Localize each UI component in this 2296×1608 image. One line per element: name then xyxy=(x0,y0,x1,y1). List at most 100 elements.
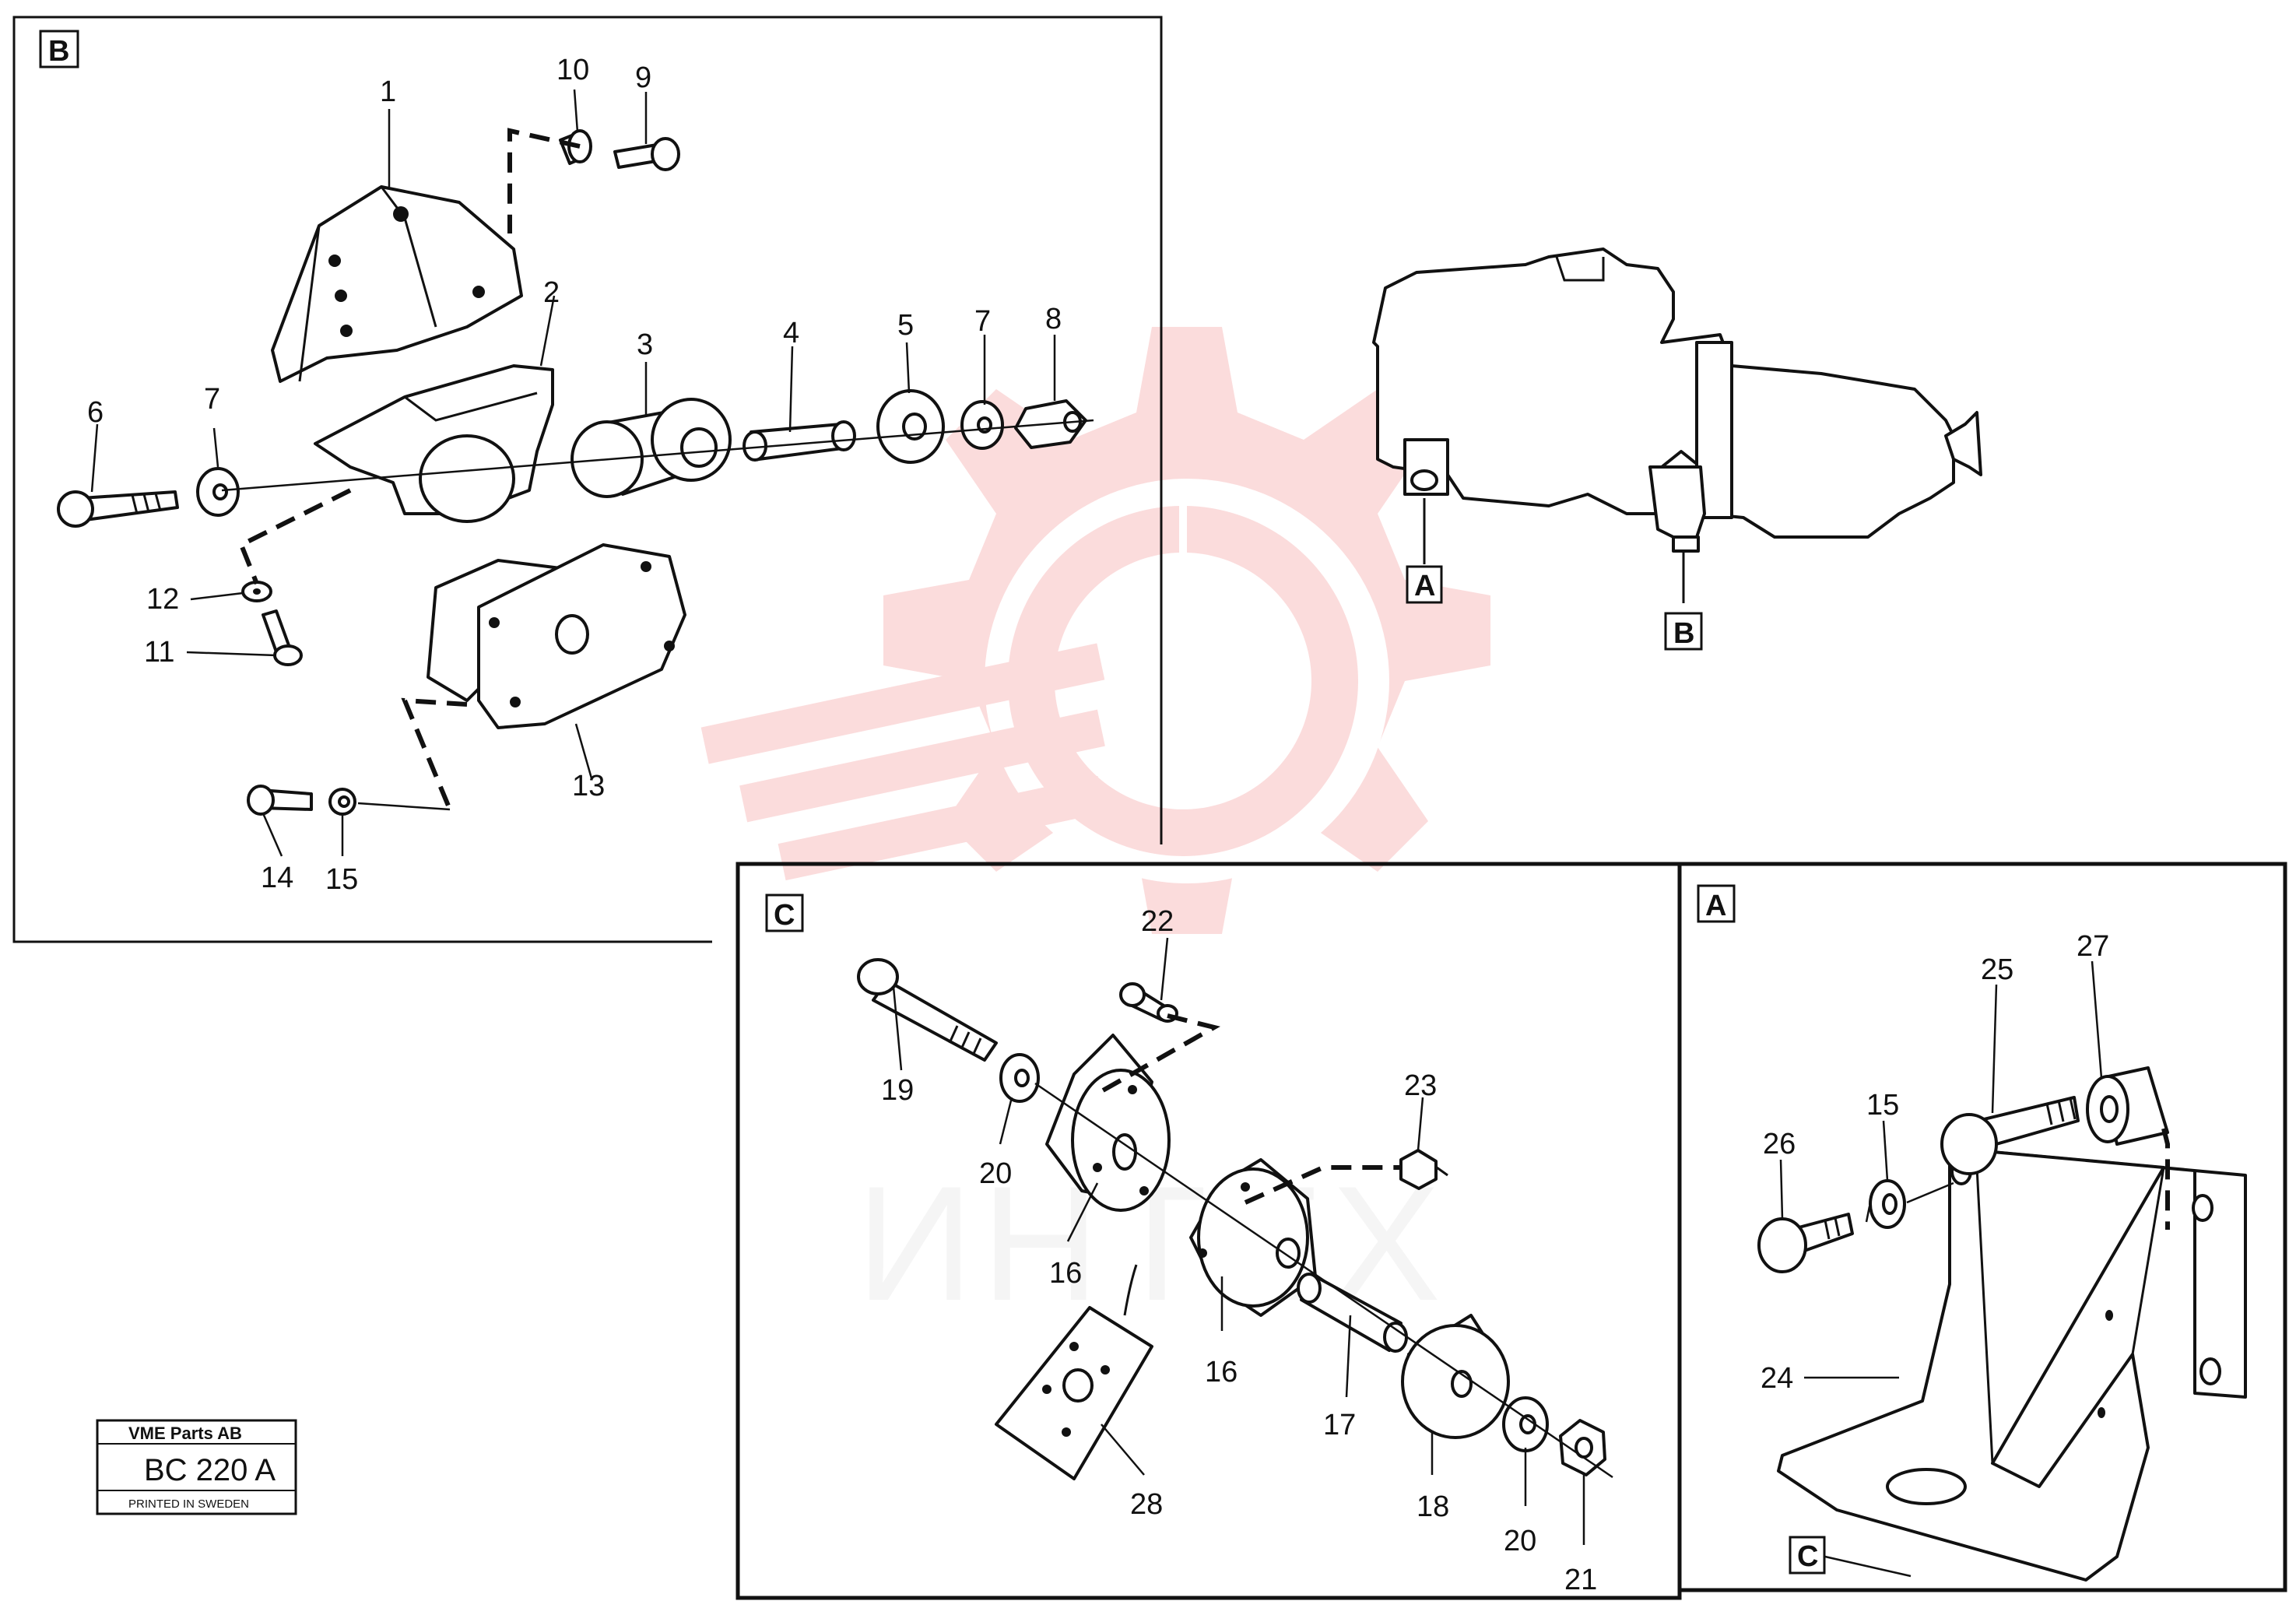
svg-text:B: B xyxy=(1673,617,1694,650)
part-1-bracket xyxy=(271,185,523,383)
section-b-tag: B xyxy=(39,30,79,68)
label-26: 26 xyxy=(1763,1128,1796,1160)
label-2: 2 xyxy=(543,276,560,309)
part-15-washer-b xyxy=(328,788,356,816)
label-24: 24 xyxy=(1761,1362,1793,1395)
b-axis-line xyxy=(221,419,1094,492)
part-5-washer xyxy=(876,389,945,464)
a-assembly-line xyxy=(2161,1128,2170,1230)
label-4: 4 xyxy=(783,317,799,349)
part-3-sleeve xyxy=(570,398,732,498)
part-13-mounting-plate xyxy=(427,543,686,729)
label-22: 22 xyxy=(1141,905,1174,938)
label-18: 18 xyxy=(1417,1490,1449,1523)
section-b-frame xyxy=(12,16,1163,943)
section-c-parts xyxy=(857,958,1613,1480)
label-16-upper: 16 xyxy=(1049,1257,1082,1290)
section-c-labels: 19 20 16 22 16 17 18 20 21 23 28 xyxy=(881,905,1597,1596)
callout-b-tag: B xyxy=(1664,612,1703,651)
part-27-sleeve xyxy=(2086,1066,2169,1146)
svg-text:B: B xyxy=(48,35,69,68)
label-12: 12 xyxy=(146,583,179,616)
label-5: 5 xyxy=(897,309,914,342)
callout-a-tag: A xyxy=(1406,565,1443,604)
label-10: 10 xyxy=(556,54,589,86)
section-c-tag: C xyxy=(765,894,804,932)
part-12-washer xyxy=(241,581,272,602)
part-15-washer-a xyxy=(1869,1179,1906,1229)
label-21: 21 xyxy=(1564,1564,1597,1596)
transmission-assembly xyxy=(1372,248,1982,603)
part-7-washer-left xyxy=(196,467,240,517)
part-19-bolt xyxy=(857,958,998,1062)
label-1: 1 xyxy=(380,75,396,108)
watermark: ИНТЕХ xyxy=(700,327,1490,1335)
svg-text:C: C xyxy=(774,899,795,932)
label-27: 27 xyxy=(2077,930,2109,963)
stamp-company: VME Parts AB xyxy=(128,1424,242,1443)
label-17: 17 xyxy=(1323,1409,1356,1441)
svg-text:A: A xyxy=(1414,570,1435,602)
part-14-bolt xyxy=(247,785,313,816)
label-16-lower: 16 xyxy=(1205,1356,1238,1389)
label-11: 11 xyxy=(144,636,174,669)
part-2-housing xyxy=(314,364,554,523)
svg-text:A: A xyxy=(1705,890,1726,922)
stamp-code: BC 220 A xyxy=(144,1453,276,1487)
part-18-washer xyxy=(1401,1314,1510,1439)
label-14: 14 xyxy=(261,862,293,894)
part-26-bolt xyxy=(1757,1213,1854,1273)
part-7-washer-right xyxy=(960,400,1004,450)
label-6: 6 xyxy=(87,396,104,429)
section-a-tag: A xyxy=(1697,884,1736,923)
part-28-shim-plate xyxy=(995,1306,1153,1480)
part-20-washer-upper xyxy=(999,1053,1040,1103)
label-15-a: 15 xyxy=(1866,1089,1899,1122)
part-11-bolt xyxy=(262,609,303,666)
part-21-nut xyxy=(1559,1419,1606,1476)
section-a-labels: 25 27 26 15 24 xyxy=(1761,930,2109,1395)
label-19: 19 xyxy=(881,1074,914,1107)
label-25: 25 xyxy=(1981,953,2013,986)
inset-ref-c-tag: C xyxy=(1789,1536,1826,1575)
label-7-right: 7 xyxy=(974,305,991,338)
section-b-labels: 1 2 3 4 5 6 7 7 8 9 10 11 12 13 14 15 xyxy=(87,54,1062,896)
part-10-bushing xyxy=(559,129,592,165)
part-25-bolt xyxy=(1940,1096,2080,1175)
label-15-b: 15 xyxy=(325,863,358,896)
section-b-leaders xyxy=(90,89,1056,857)
part-9-bolt xyxy=(613,137,680,171)
section-a-parts xyxy=(1757,1066,2247,1582)
label-13: 13 xyxy=(572,770,605,802)
part-16-bushing-upper xyxy=(1045,1034,1171,1212)
c-axis-line xyxy=(1034,1082,1613,1479)
label-20-lower: 20 xyxy=(1504,1525,1536,1557)
label-8: 8 xyxy=(1045,303,1062,335)
b-assembly-line-mid xyxy=(238,488,352,585)
label-3: 3 xyxy=(637,328,653,361)
label-20-upper: 20 xyxy=(979,1157,1012,1190)
label-23: 23 xyxy=(1404,1069,1437,1102)
b-assembly-line-lower xyxy=(401,697,468,811)
section-a-frame xyxy=(1677,862,2287,1592)
watermark-gear-logo xyxy=(700,327,1490,934)
label-28: 28 xyxy=(1130,1488,1163,1521)
part-6-bolt xyxy=(57,490,179,528)
c-assembly-line-upper xyxy=(1096,1013,1221,1096)
section-c-leaders xyxy=(892,937,1585,1545)
part-4-pin xyxy=(743,420,856,462)
stamp-printed: PRINTED IN SWEDEN xyxy=(128,1497,249,1511)
part-16-bushing-lower xyxy=(1189,1158,1317,1317)
catalog-stamp: VME Parts AB BC 220 A PRINTED IN SWEDEN xyxy=(96,1419,297,1515)
part-17-pin xyxy=(1297,1273,1408,1353)
c-insert-arrow xyxy=(1123,1264,1138,1316)
c-assembly-line-lower xyxy=(1244,1165,1401,1205)
svg-text:C: C xyxy=(1797,1540,1818,1573)
section-b-parts xyxy=(57,128,1094,816)
b-assembly-line-upper xyxy=(507,128,581,233)
label-7-left: 7 xyxy=(204,383,220,416)
label-9: 9 xyxy=(635,61,651,94)
part-20-washer-lower xyxy=(1502,1396,1549,1452)
section-a-leaders xyxy=(1779,960,2103,1578)
